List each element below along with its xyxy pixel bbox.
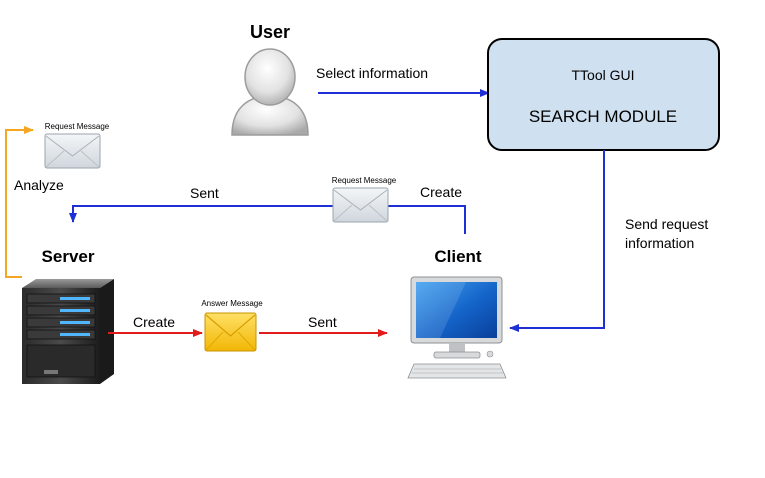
send-request-label-line2: information bbox=[625, 235, 694, 251]
server-tower-icon bbox=[22, 279, 114, 384]
request-message-top-left-label: Request Message bbox=[45, 122, 110, 131]
server-create-label: Create bbox=[133, 314, 175, 330]
server-title: Server bbox=[42, 247, 95, 266]
client-create-label: Create bbox=[420, 184, 462, 200]
request-message-middle-label: Request Message bbox=[332, 176, 397, 185]
answer-message-label: Answer Message bbox=[201, 299, 263, 308]
client-title: Client bbox=[434, 247, 482, 266]
user-silhouette-icon bbox=[231, 48, 309, 136]
user-title: User bbox=[250, 22, 290, 42]
gui-box-subtitle: SEARCH MODULE bbox=[529, 107, 677, 126]
sent-to-client-label: Sent bbox=[308, 314, 337, 330]
answer-envelope-icon bbox=[204, 312, 257, 352]
request-envelope-top-left-icon bbox=[44, 133, 101, 169]
gui-box-title: TTool GUI bbox=[571, 67, 634, 83]
analyze-arrow bbox=[5, 126, 34, 278]
send-request-arrow bbox=[509, 150, 605, 332]
client-to-server-arrow bbox=[69, 205, 466, 234]
desktop-computer-icon bbox=[407, 276, 507, 379]
send-request-label-line1: Send request bbox=[625, 216, 708, 232]
select-information-label: Select information bbox=[316, 65, 428, 81]
request-envelope-middle-icon bbox=[332, 187, 389, 223]
analyze-label: Analyze bbox=[14, 177, 64, 193]
sent-to-server-label: Sent bbox=[190, 185, 219, 201]
ttool-gui-box: TTool GUI SEARCH MODULE bbox=[487, 38, 720, 151]
